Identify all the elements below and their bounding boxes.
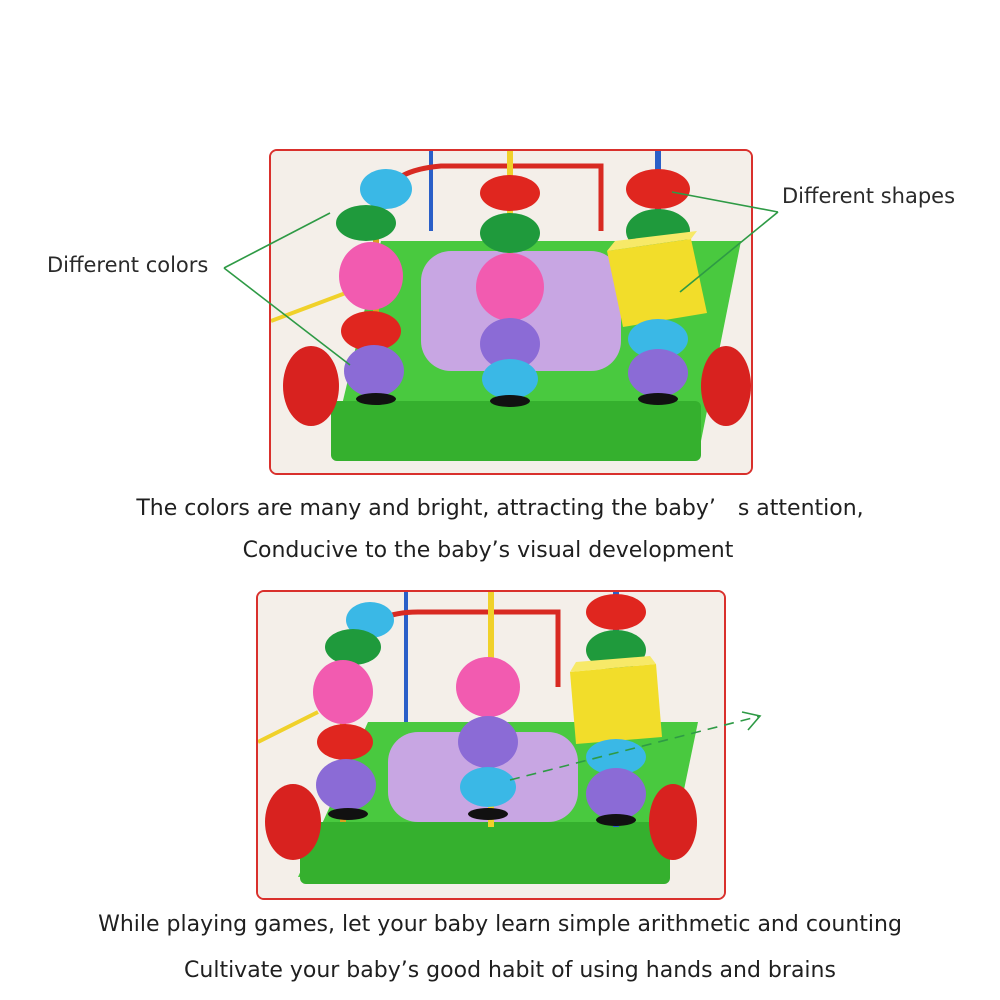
caption-line-4: Cultivate your baby’s good habit of usin… — [184, 958, 836, 983]
caption-line-1: The colors are many and bright, attracti… — [136, 496, 864, 521]
label-different-shapes: Different shapes — [782, 184, 956, 208]
label-different-colors: Different colors — [47, 253, 209, 277]
caption-line-2: Conducive to the baby’s visual developme… — [242, 538, 734, 563]
caption-line-3: While playing games, let your baby learn… — [98, 912, 902, 937]
top-photo-panel — [269, 149, 753, 475]
bottom-photo-panel — [256, 590, 726, 900]
bead-maze-toy-bottom — [258, 592, 724, 898]
bead-maze-toy-top — [271, 151, 751, 473]
arrow-head-icon — [741, 711, 762, 731]
